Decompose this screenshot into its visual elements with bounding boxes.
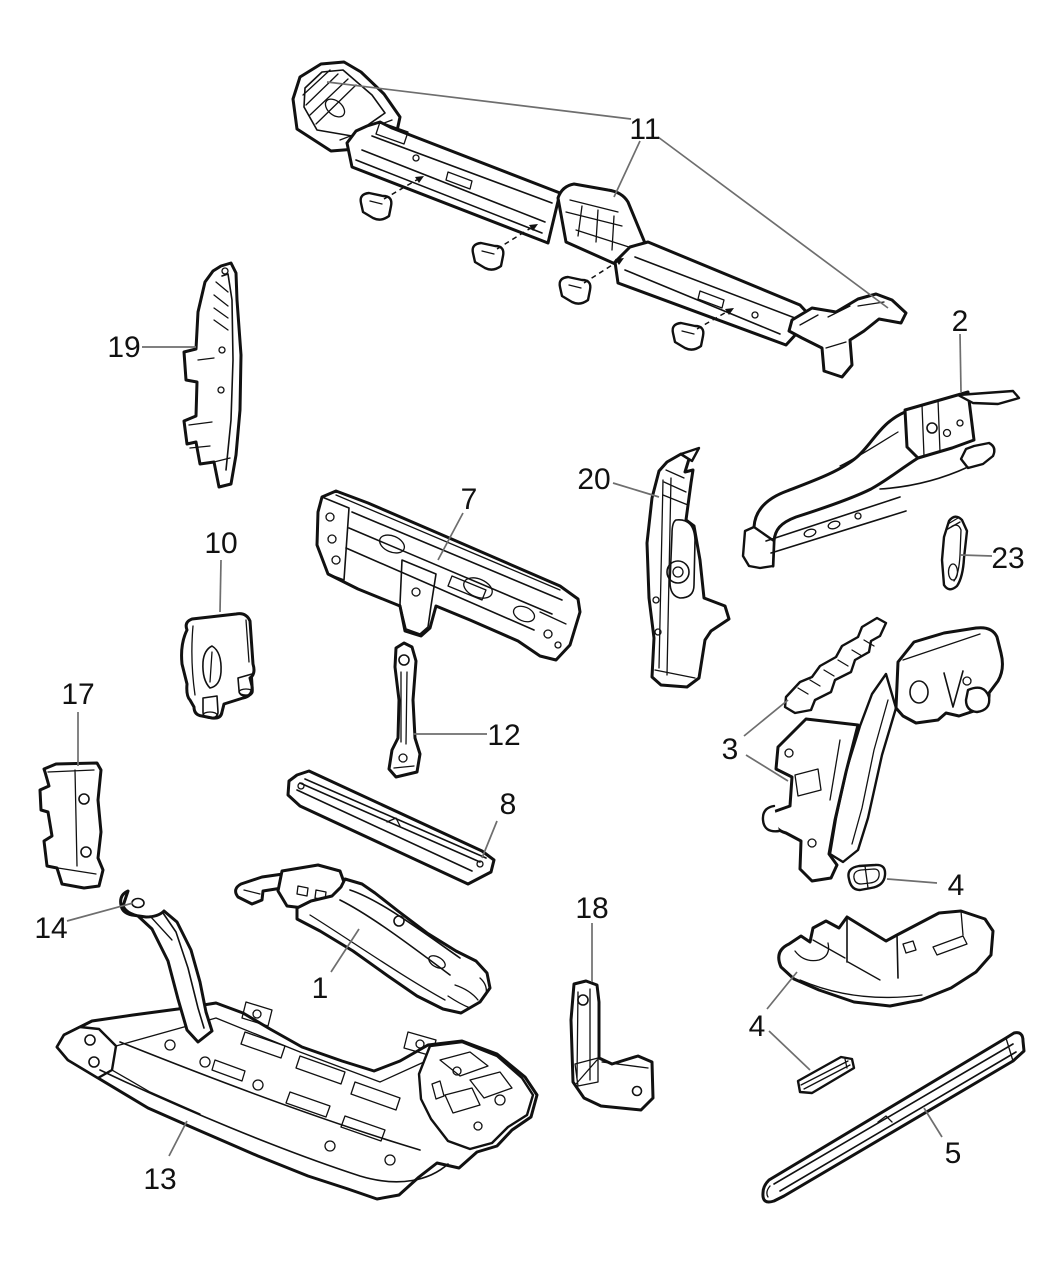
leader-line-3	[745, 754, 789, 782]
callout-label-17-7: 17	[61, 678, 94, 711]
callouts-layer: 11 19 2 20 7 23 10 17 12 8 3 4 14 1 18 4 13 5	[34, 81, 1025, 1196]
leader-line-1	[330, 928, 360, 973]
part-2-frame-rail-right	[741, 389, 1021, 570]
leader-line-2	[959, 333, 962, 393]
part-14-brace-arm	[119, 889, 214, 1044]
callout-label-20-3: 20	[577, 463, 610, 496]
leader-line-11	[613, 140, 641, 198]
part-13-suspension-crossmember	[55, 1001, 539, 1201]
leader-line-7	[437, 512, 464, 561]
leader-line-11	[326, 81, 632, 120]
leader-line-10	[219, 559, 222, 613]
leader-line-23	[960, 554, 993, 557]
callout-label-7-4: 7	[461, 483, 478, 516]
leader-line-5	[923, 1107, 943, 1138]
callout-label-14-12: 14	[34, 912, 67, 945]
leader-line-4	[886, 878, 938, 884]
callout-label-19-1: 19	[107, 331, 140, 364]
leader-line-3	[743, 699, 789, 737]
callout-label-4-15: 4	[749, 1010, 766, 1043]
callout-label-5-17: 5	[945, 1137, 962, 1170]
part-20-hinge-pillar	[645, 446, 731, 689]
leader-line-14	[66, 902, 134, 922]
callout-label-18-14: 18	[575, 892, 608, 925]
leader-line-11	[657, 136, 889, 309]
callout-label-12-8: 12	[487, 719, 520, 752]
leader-line-13	[168, 1120, 188, 1157]
part-18-closeout-bracket	[569, 979, 655, 1112]
part-1-rail-extension	[234, 863, 492, 1015]
leader-line-8	[481, 820, 498, 859]
part-4-floor-support	[777, 909, 995, 1008]
callout-label-2-2: 2	[952, 305, 969, 338]
part-4-oval-pad	[847, 863, 887, 892]
part-12-support-strut	[387, 641, 422, 779]
part-7-cowl-panel	[315, 489, 582, 662]
part-17-closeout-bracket	[38, 761, 105, 890]
part-4-strip	[796, 1055, 856, 1095]
leader-line-4	[768, 1030, 811, 1071]
callout-label-13-16: 13	[143, 1163, 176, 1196]
leader-line-4	[766, 971, 798, 1010]
leader-line-20	[612, 482, 660, 498]
part-3-wheelhouse	[761, 616, 1004, 883]
part-8-tie-bar	[286, 769, 496, 886]
callout-label-23-5: 23	[991, 542, 1024, 575]
callout-label-4-11: 4	[948, 869, 965, 902]
part-23-reinforcement	[940, 515, 969, 591]
callout-label-8-9: 8	[500, 788, 517, 821]
callout-label-1-13: 1	[312, 972, 329, 1005]
callout-label-11-0: 11	[629, 113, 660, 146]
callout-label-3-10: 3	[722, 733, 739, 766]
part-10-mount-bracket	[180, 612, 256, 720]
part-19-windshield-frame-left	[182, 261, 243, 489]
part-11-crossmember-assembly	[291, 60, 908, 379]
callout-label-10-6: 10	[204, 527, 237, 560]
part-5-sill-rail	[761, 1031, 1026, 1204]
